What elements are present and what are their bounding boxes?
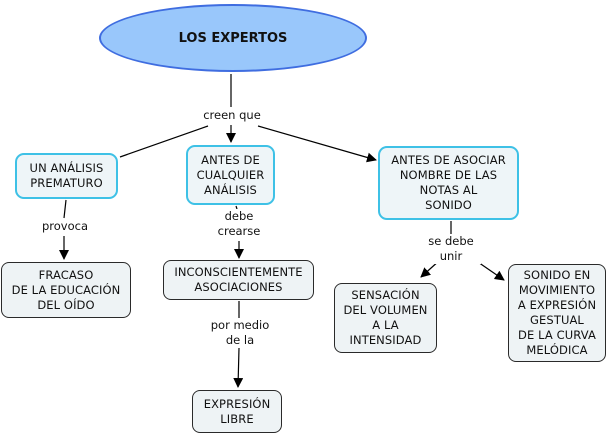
link-label-por-medio-de-la: por medio de la [205,318,275,348]
concept-fracaso-educacion-oido[interactable]: FRACASO DE LA EDUCACIÓN DEL OÍDO [1,262,131,318]
concept-un-analisis-prematuro[interactable]: UN ANÁLISIS PREMATURO [15,153,118,199]
concept-text: INCONSCIENTEMENTE ASOCIACIONES [174,265,303,294]
concept-expresion-libre[interactable]: EXPRESIÓN LIBRE [192,390,282,433]
concept-antes-de-asociar[interactable]: ANTES DE ASOCIAR NOMBRE DE LAS NOTAS AL … [378,146,519,220]
link-label-creen-que: creen que [200,108,264,123]
concept-text: SENSACIÓN DEL VOLUMEN A LA INTENSIDAD [343,288,428,347]
concept-sensacion-volumen[interactable]: SENSACIÓN DEL VOLUMEN A LA INTENSIDAD [334,283,437,353]
link-analisis-provoca [63,199,67,219]
concept-text: UN ANÁLISIS PREMATURO [29,161,104,190]
concept-text: ANTES DE CUALQUIER ANÁLISIS [196,152,265,197]
link-antes-debe [235,205,238,210]
link-creen-asociar [257,125,377,163]
concept-inconscientemente-asociaciones[interactable]: INCONSCIENTEMENTE ASOCIACIONES [163,260,314,300]
concept-sonido-en-movimiento[interactable]: SONIDO EN MOVIMIENTO A EXPRESIÓN GESTUAL… [508,264,606,362]
concept-text: ANTES DE ASOCIAR NOMBRE DE LAS NOTAS AL … [391,153,506,212]
concept-text: EXPRESIÓN LIBRE [203,396,271,426]
concept-text: FRACASO DE LA EDUCACIÓN DEL OÍDO [11,267,121,312]
root-concept-text: LOS EXPERTOS [178,30,288,46]
link-label-debe-crearse: debe crearse [210,209,268,239]
root-concept-los-expertos[interactable]: LOS EXPERTOS [99,4,367,72]
link-pormedio-expresion [233,347,244,388]
concept-antes-de-cualquier-analisis[interactable]: ANTES DE CUALQUIER ANÁLISIS [186,145,275,205]
link-label-se-debe-unir: se debe unir [421,234,481,264]
concept-text: SONIDO EN MOVIMIENTO A EXPRESIÓN GESTUAL… [517,268,597,357]
link-creen-analisis [119,125,209,158]
link-label-provoca: provoca [38,219,92,234]
